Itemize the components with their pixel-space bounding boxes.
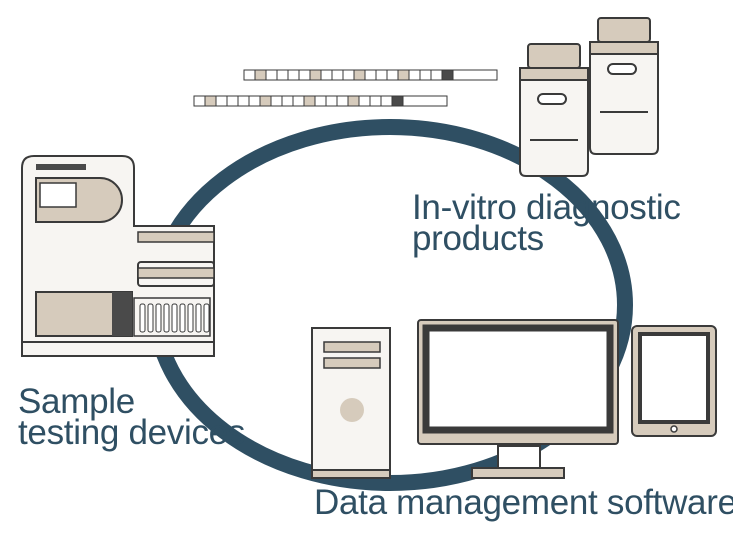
test-strip-cell: [397, 69, 410, 81]
test-strip-upper: [243, 69, 498, 81]
lab-analyzer-icon: [21, 155, 215, 357]
test-strip-cell: [276, 69, 289, 81]
test-strip-cell: [248, 95, 261, 107]
test-strip-cell: [325, 95, 338, 107]
test-strip-cell: [331, 69, 344, 81]
test-strip-cell: [408, 69, 421, 81]
test-strip-cell: [353, 69, 366, 81]
test-strip-cell: [243, 69, 256, 81]
test-strip-cell: [358, 95, 371, 107]
test-strip-cell: [320, 69, 333, 81]
test-strip-cell: [419, 69, 432, 81]
test-strip-cell: [265, 69, 278, 81]
sample-tube: [187, 303, 194, 333]
test-strip-cell: [336, 95, 349, 107]
monitor-icon: [417, 319, 619, 479]
test-strip-cell: [342, 69, 355, 81]
analyzer-sample-tubes: [139, 303, 210, 333]
test-strip-lower: [193, 95, 448, 107]
test-strip-cell: [298, 69, 311, 81]
test-strip-cell: [292, 95, 305, 107]
ivd-products-label-line2: products: [412, 219, 544, 258]
test-strip-cell: [309, 69, 322, 81]
sample-tube: [171, 303, 178, 333]
sample-tube: [195, 303, 202, 333]
test-strip-cell: [270, 95, 283, 107]
test-strip-cell: [441, 69, 454, 81]
ivd-products-label: In-vitro diagnostic products: [412, 188, 681, 258]
test-strip-cell: [386, 69, 399, 81]
test-strip-handle: [452, 69, 498, 81]
test-strip-cell: [226, 95, 239, 107]
test-strip-cell: [375, 69, 388, 81]
test-strip-cell: [314, 95, 327, 107]
ivd-products-label-line1: In-vitro diagnostic: [412, 188, 681, 227]
test-strip-cell: [369, 95, 382, 107]
test-strip-cell: [430, 69, 443, 81]
tablet-icon: [631, 325, 717, 437]
test-strip-cell: [237, 95, 250, 107]
sample-testing-label-line1: Sample: [18, 382, 135, 421]
test-strip-cell: [380, 95, 393, 107]
test-strip-cell: [287, 69, 300, 81]
desktop-tower-icon: [311, 327, 391, 479]
sample-tube: [147, 303, 154, 333]
test-strip-cell: [364, 69, 377, 81]
reagent-bottle-icon: [519, 17, 659, 177]
sample-tube: [139, 303, 146, 333]
test-strip-cell: [259, 95, 272, 107]
sample-tube: [163, 303, 170, 333]
sample-tube: [179, 303, 186, 333]
sample-tube: [203, 303, 210, 333]
test-strip-cell: [347, 95, 360, 107]
sample-testing-label: Sample testing devices: [18, 382, 246, 452]
test-strip-cell: [281, 95, 294, 107]
data-management-label: Data management software: [314, 483, 733, 522]
test-strip-cell: [215, 95, 228, 107]
sample-tube: [155, 303, 162, 333]
test-strip-cell: [391, 95, 404, 107]
test-strip-cell: [204, 95, 217, 107]
test-strip-cell: [254, 69, 267, 81]
test-strip-cell: [303, 95, 316, 107]
test-strip-icon: [193, 69, 498, 107]
sample-testing-label-line2: testing devices: [18, 413, 246, 452]
test-strip-handle: [402, 95, 448, 107]
test-strip-cell: [193, 95, 206, 107]
